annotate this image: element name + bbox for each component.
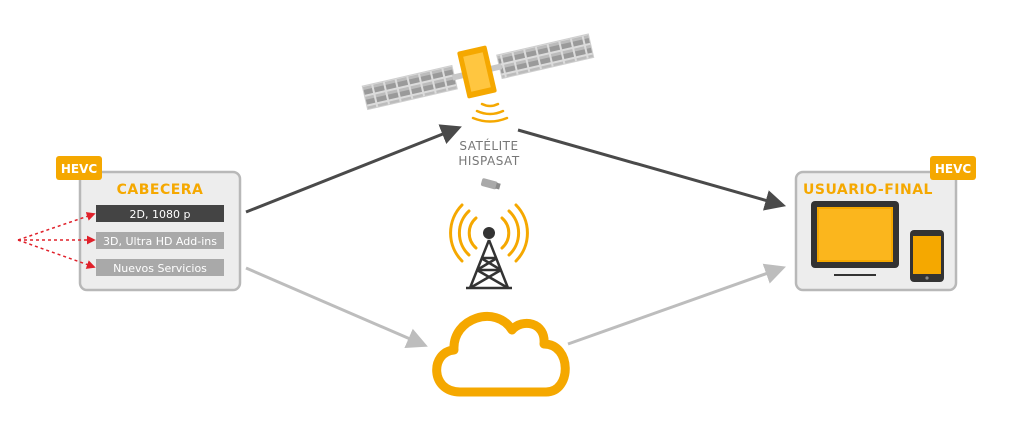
dish-icon	[480, 178, 501, 190]
headend-row-2-text: 3D, Ultra HD Add-ins	[103, 235, 217, 248]
headend-row-3-text: Nuevos Servicios	[113, 262, 207, 275]
headend-row-1-text: 2D, 1080 p	[130, 208, 191, 221]
headend-box: HEVC CABECERA 2D, 1080 p 3D, Ultra HD Ad…	[56, 156, 242, 292]
radio-tower-icon	[449, 203, 529, 290]
arrow-cloud-to-enduser	[567, 263, 786, 346]
enduser-box: HEVC USUARIO-FINAL	[794, 156, 976, 292]
headend-row-2	[96, 232, 224, 249]
arrow-headend-to-satellite	[245, 124, 462, 214]
headend-row-1	[96, 205, 224, 222]
arrow-headend-to-cloud	[245, 266, 428, 348]
headend-badge-text: HEVC	[61, 162, 98, 176]
input-dotted-arrows	[17, 212, 96, 269]
smartphone-icon	[910, 230, 944, 282]
tablet-icon	[811, 201, 899, 276]
enduser-badge	[930, 156, 976, 180]
satellite-label-line1: SATÉLITE	[459, 138, 518, 153]
satellite-label-line2: HISPASAT	[458, 154, 519, 168]
headend-row-3	[96, 259, 224, 276]
arrow-satellite-to-enduser	[517, 128, 787, 211]
headend-title: CABECERA	[117, 182, 204, 198]
enduser-title: USUARIO-FINAL	[803, 182, 933, 198]
satellite-icon	[361, 33, 595, 111]
cloud-icon	[432, 311, 570, 397]
headend-badge	[56, 156, 102, 180]
enduser-badge-text: HEVC	[935, 162, 972, 176]
satellite-signal-icon	[471, 102, 509, 123]
